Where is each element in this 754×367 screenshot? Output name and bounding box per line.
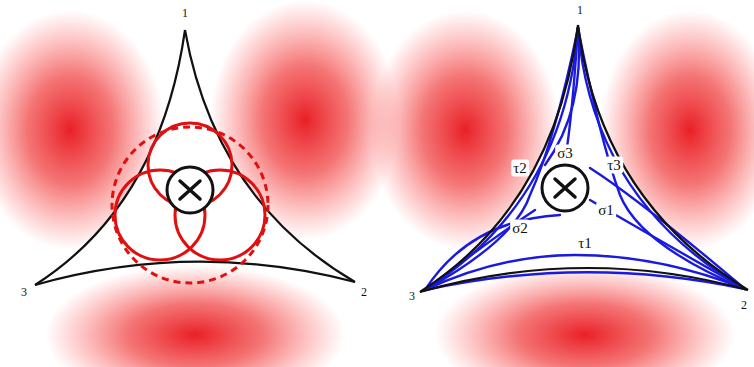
curve-label: τ1 (576, 235, 594, 252)
vertex-number: 3 (407, 289, 417, 303)
vertex-number: 2 (739, 298, 749, 312)
curve-label: σ2 (510, 220, 530, 237)
curve-label: σ3 (555, 145, 575, 162)
vertex-number: 1 (575, 3, 585, 17)
curve-label: τ2 (511, 160, 529, 177)
curve-label: σ1 (596, 202, 616, 219)
vertex-number: 3 (19, 285, 29, 299)
vertex-number: 1 (180, 6, 190, 20)
curve-label: τ3 (605, 157, 623, 174)
vertex-number: 2 (359, 285, 369, 299)
